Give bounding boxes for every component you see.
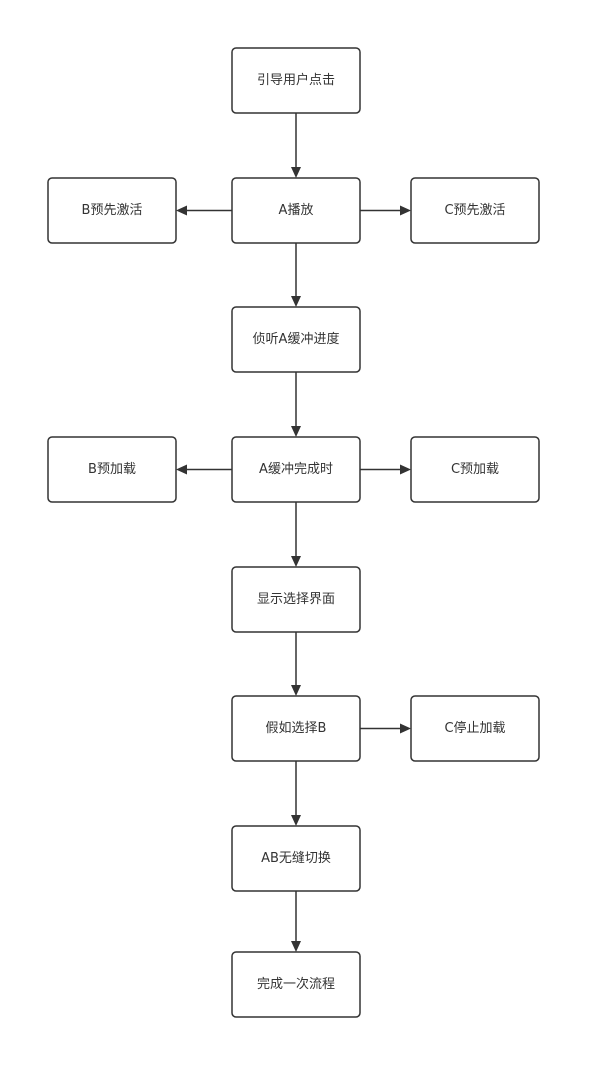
node-box bbox=[231, 695, 361, 762]
node-box bbox=[231, 177, 361, 244]
node-box bbox=[231, 951, 361, 1018]
node-label: B预加载 bbox=[88, 462, 136, 477]
node-listen-a-buffer: 侦听A缓冲进度 bbox=[231, 306, 361, 373]
node-flow-complete: 完成一次流程 bbox=[231, 951, 361, 1018]
arrowhead bbox=[291, 941, 301, 952]
node-ab-seamless-switch: AB无缝切换 bbox=[231, 825, 361, 892]
node-b-preload: B预加载 bbox=[47, 436, 177, 503]
edge-a-buffer-done-to-c-preload bbox=[360, 464, 411, 475]
edge-a-play-to-listen-a-buffer bbox=[291, 243, 301, 307]
node-box bbox=[47, 177, 177, 244]
edge-a-play-to-b-pre-activate bbox=[176, 205, 232, 216]
node-box bbox=[47, 436, 177, 503]
node-c-pre-activate: C预先激活 bbox=[410, 177, 540, 244]
node-box bbox=[231, 566, 361, 633]
edge-listen-a-buffer-to-a-buffer-done bbox=[291, 372, 301, 437]
node-box bbox=[231, 436, 361, 503]
arrowhead bbox=[176, 464, 187, 475]
arrowhead bbox=[176, 205, 187, 216]
edge-a-buffer-done-to-b-preload bbox=[176, 464, 232, 475]
node-label: C停止加载 bbox=[444, 720, 505, 736]
arrowhead bbox=[400, 723, 411, 734]
arrowhead bbox=[291, 685, 301, 696]
node-label: 侦听A缓冲进度 bbox=[253, 331, 340, 347]
node-guide-user-click: 引导用户点击 bbox=[231, 47, 361, 114]
node-a-buffer-done: A缓冲完成时 bbox=[231, 436, 361, 503]
edges-layer bbox=[176, 113, 411, 952]
arrowhead bbox=[291, 167, 301, 178]
node-c-stop-load: C停止加载 bbox=[410, 695, 540, 762]
edge-a-buffer-done-to-show-choice bbox=[291, 502, 301, 567]
arrowhead bbox=[291, 556, 301, 567]
node-label: 引导用户点击 bbox=[257, 72, 335, 88]
edge-if-choose-b-to-ab-seamless-switch bbox=[291, 761, 301, 826]
arrowhead bbox=[291, 426, 301, 437]
node-show-choice: 显示选择界面 bbox=[231, 566, 361, 633]
node-if-choose-b: 假如选择B bbox=[231, 695, 361, 762]
node-box bbox=[410, 695, 540, 762]
edge-guide-user-click-to-a-play bbox=[291, 113, 301, 178]
node-a-play: A播放 bbox=[231, 177, 361, 244]
node-label: 显示选择界面 bbox=[257, 592, 335, 607]
node-label: A缓冲完成时 bbox=[259, 462, 333, 477]
arrowhead bbox=[400, 464, 411, 475]
node-box bbox=[231, 306, 361, 373]
node-label: C预加载 bbox=[451, 462, 499, 477]
node-label: AB无缝切换 bbox=[261, 851, 331, 866]
edge-show-choice-to-if-choose-b bbox=[291, 632, 301, 696]
edge-if-choose-b-to-c-stop-load bbox=[360, 723, 411, 734]
node-c-preload: C预加载 bbox=[410, 436, 540, 503]
node-label: 假如选择B bbox=[266, 720, 327, 736]
arrowhead bbox=[291, 296, 301, 307]
node-label: B预先激活 bbox=[82, 203, 143, 218]
node-box bbox=[410, 436, 540, 503]
edge-a-play-to-c-pre-activate bbox=[360, 205, 411, 216]
node-box bbox=[231, 47, 361, 114]
edge-ab-seamless-switch-to-flow-complete bbox=[291, 891, 301, 952]
node-label: 完成一次流程 bbox=[257, 976, 335, 992]
node-b-pre-activate: B预先激活 bbox=[47, 177, 177, 244]
node-label: C预先激活 bbox=[444, 203, 505, 218]
node-label: A播放 bbox=[279, 203, 314, 218]
arrowhead bbox=[400, 205, 411, 216]
node-box bbox=[410, 177, 540, 244]
arrowhead bbox=[291, 815, 301, 826]
node-box bbox=[231, 825, 361, 892]
